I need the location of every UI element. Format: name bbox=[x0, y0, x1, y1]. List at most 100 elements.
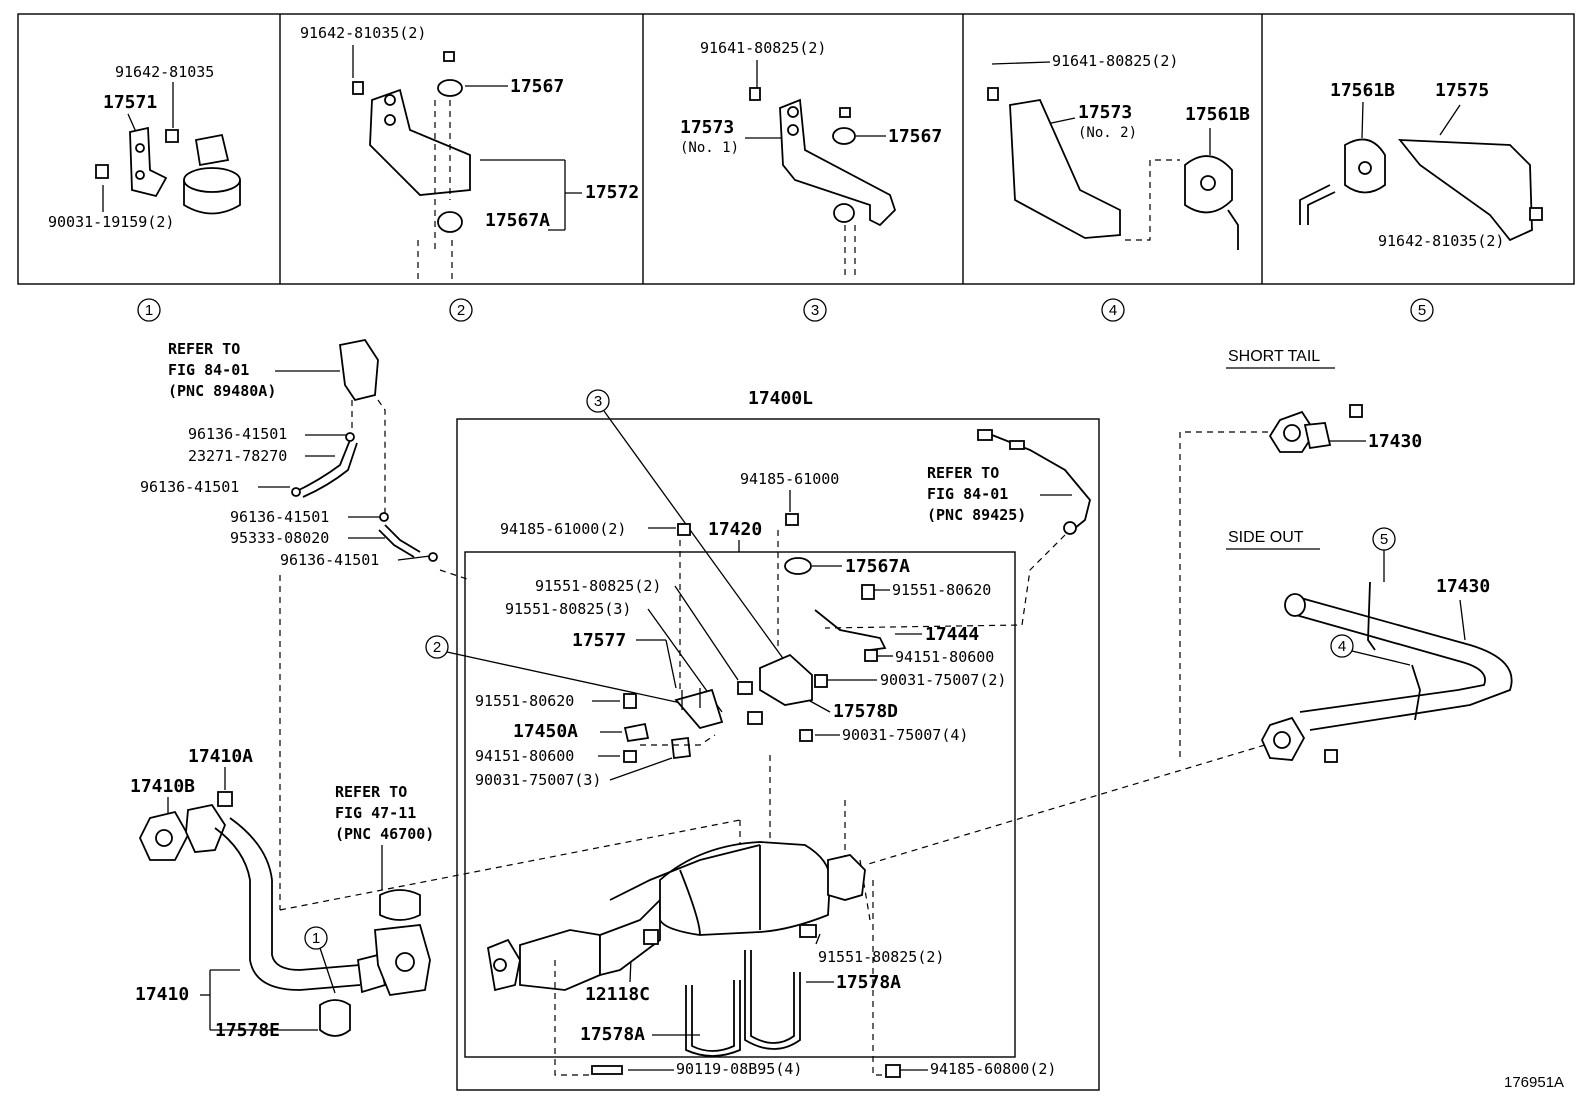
nut-icon bbox=[623, 750, 637, 763]
rubber-mount bbox=[784, 557, 812, 575]
clip-17450A bbox=[623, 722, 650, 743]
label-17578A-b: 17578A bbox=[580, 1024, 645, 1045]
assembly-boxes: 17400L 17420 bbox=[456, 388, 1100, 1091]
nut-icon bbox=[799, 729, 813, 742]
refer-b-line-3: (PNC 89425) bbox=[927, 506, 1026, 524]
callout-1: 1 bbox=[312, 930, 320, 947]
refer-c-line-1: REFER TO bbox=[335, 783, 407, 801]
label-94185-61000-2: 94185-61000(2) bbox=[500, 520, 626, 538]
oxygen-sensor bbox=[1063, 521, 1077, 535]
egr-valve-icon bbox=[379, 889, 421, 921]
refer-a-line-3: (PNC 89480A) bbox=[168, 382, 276, 400]
detail-panel-5: 17561B 17575 91642-81035(2) bbox=[1299, 80, 1543, 250]
nut-icon bbox=[677, 523, 691, 536]
converter-assembly bbox=[486, 841, 901, 1078]
callout-3: 3 bbox=[594, 393, 602, 410]
label-91551-80825-2-b: 91551-80825(2) bbox=[818, 948, 944, 966]
rubber-mount bbox=[832, 127, 856, 145]
detail-panel-4: 91641-80825(2) 17573 (No. 2) 17561B bbox=[987, 52, 1250, 250]
panel-number-2: 2 bbox=[457, 302, 465, 319]
label-17567-b: 17567 bbox=[888, 126, 942, 147]
nut-icon bbox=[814, 674, 828, 688]
bracket-17577 bbox=[674, 688, 724, 730]
rubber-mount bbox=[437, 211, 463, 233]
label-17450A: 17450A bbox=[513, 721, 578, 742]
label-17573-b: 17573 bbox=[1078, 102, 1132, 123]
callout-5: 5 bbox=[1380, 531, 1388, 548]
label-96136-41501: 96136-41501 bbox=[188, 425, 287, 443]
bracket-part bbox=[1009, 98, 1121, 239]
label-17578A: 17578A bbox=[836, 972, 901, 993]
figure-number: 176951A bbox=[1504, 1074, 1564, 1091]
nut-icon bbox=[1349, 404, 1363, 418]
label-90119-08B95: 90119-08B95(4) bbox=[676, 1060, 802, 1078]
label-17572: 17572 bbox=[585, 182, 639, 203]
callout-4: 4 bbox=[1338, 638, 1346, 655]
nut-icon bbox=[217, 791, 233, 807]
bolt-icon bbox=[861, 584, 875, 600]
bolt-icon bbox=[749, 87, 761, 101]
u-band-17578A-b bbox=[750, 950, 795, 1044]
label-91551-80620: 91551-80620 bbox=[892, 581, 991, 599]
bolt-icon bbox=[352, 81, 364, 95]
callouts: 3 2 1 bbox=[304, 389, 791, 994]
detail-panel-frame bbox=[17, 13, 1575, 285]
label-91551-80825-3: 91551-80825(3) bbox=[505, 600, 631, 618]
nut-icon bbox=[885, 1064, 901, 1078]
label-95333-08020: 95333-08020 bbox=[230, 529, 329, 547]
bolt-icon bbox=[165, 129, 179, 143]
assembly-label-17400L: 17400L bbox=[748, 388, 813, 409]
heading-short-tail: SHORT TAIL bbox=[1228, 348, 1320, 365]
flange-rear bbox=[827, 854, 866, 901]
sensor-connector bbox=[977, 429, 993, 441]
panel-number-1: 1 bbox=[145, 302, 153, 319]
bolt-icon bbox=[623, 693, 637, 709]
refer-b-line-1: REFER TO bbox=[927, 464, 999, 482]
label-94151-80600-b: 94151-80600 bbox=[475, 747, 574, 765]
refer-note-b: REFER TO FIG 84-01 (PNC 89425) bbox=[824, 429, 1091, 629]
label-no-2: (No. 2) bbox=[1078, 125, 1137, 141]
label-91642-81035-5: 91642-81035(2) bbox=[1378, 232, 1504, 250]
nut-icon bbox=[1324, 749, 1338, 763]
bolt-icon bbox=[737, 681, 753, 695]
hanger-bracket-17578D bbox=[759, 653, 813, 706]
refer-note-c: REFER TO FIG 47-11 (PNC 46700) bbox=[335, 783, 434, 996]
nut-icon bbox=[785, 513, 799, 526]
nut-icon bbox=[443, 51, 455, 62]
panel-number-row: 1 2 3 4 5 bbox=[137, 298, 1434, 322]
assembly-label-17420: 17420 bbox=[708, 519, 762, 540]
refer-a-line-2: FIG 84-01 bbox=[168, 361, 249, 379]
label-90031-75007-4: 90031-75007(4) bbox=[842, 726, 968, 744]
label-96136-41501-d: 96136-41501 bbox=[280, 551, 379, 569]
catalytic-converter bbox=[659, 841, 831, 936]
label-17444: 17444 bbox=[925, 624, 979, 645]
bracket-part bbox=[129, 126, 168, 198]
front-pipe-section bbox=[519, 929, 601, 991]
detail-panel-1: 91642-81035 17571 90031-19159(2) bbox=[48, 63, 241, 231]
tail-pipe-options: SHORT TAIL 17430 SIDE OUT 17430 5 4 bbox=[864, 348, 1513, 866]
label-17561B-b: 17561B bbox=[1330, 80, 1395, 101]
side-out-pipe bbox=[1289, 594, 1513, 731]
label-96136-41501-b: 96136-41501 bbox=[140, 478, 239, 496]
label-17567: 17567 bbox=[510, 76, 564, 97]
nut-icon bbox=[643, 929, 659, 945]
panel-number-3: 3 bbox=[811, 302, 819, 319]
bolt-icon bbox=[1529, 207, 1543, 221]
refer-c-line-3: (PNC 46700) bbox=[335, 825, 434, 843]
rubber-mount bbox=[437, 79, 463, 97]
panel-number-5: 5 bbox=[1418, 302, 1426, 319]
heading-side-out: SIDE OUT bbox=[1228, 529, 1304, 546]
label-17430-short: 17430 bbox=[1368, 431, 1422, 452]
refer-a-line-1: REFER TO bbox=[168, 340, 240, 358]
label-90031-75007-3: 90031-75007(3) bbox=[475, 771, 601, 789]
label-17430-side: 17430 bbox=[1436, 576, 1490, 597]
bolt-icon bbox=[747, 711, 763, 725]
short-tail-pipe bbox=[1303, 422, 1332, 450]
detail-panel-2: 91642-81035(2) 17567 17572 17567A bbox=[300, 24, 639, 280]
panel-number-4: 4 bbox=[1109, 302, 1117, 319]
label-90031-75007-2: 90031-75007(2) bbox=[880, 671, 1006, 689]
flange-17410 bbox=[185, 803, 227, 853]
label-91641-80825: 91641-80825(2) bbox=[700, 39, 826, 57]
detail-panel-3: 91641-80825(2) 17573 (No. 1) 17567 bbox=[680, 39, 942, 275]
